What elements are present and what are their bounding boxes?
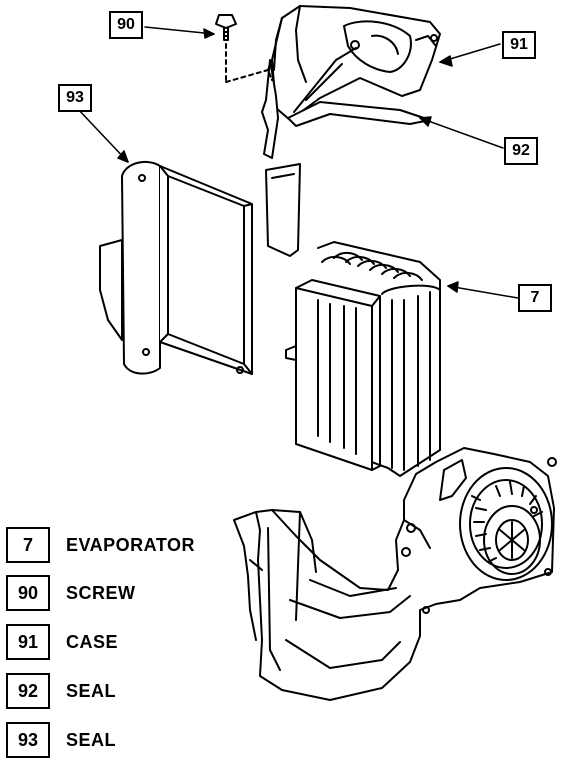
legend-number: 7 xyxy=(6,527,50,563)
callout-90: 90 xyxy=(109,11,143,39)
blower-housing-lower xyxy=(233,447,557,701)
seal-part-93 xyxy=(99,160,253,375)
legend-row: 92 SEAL xyxy=(6,672,116,710)
callout-93: 93 xyxy=(58,84,92,112)
legend-row: 91 CASE xyxy=(6,623,118,661)
callout-91: 91 xyxy=(502,31,536,59)
seal-part-92 xyxy=(287,101,431,127)
case-part-91 xyxy=(271,5,441,121)
mounting-bracket xyxy=(261,59,279,159)
legend-row: 90 SCREW xyxy=(6,574,136,612)
small-plate xyxy=(265,163,301,257)
legend-label: SEAL xyxy=(66,729,117,750)
legend-number: 93 xyxy=(6,722,50,758)
legend-label: SEAL xyxy=(66,680,117,701)
evaporator-part-7 xyxy=(285,241,441,477)
legend-number: 92 xyxy=(6,673,50,709)
screw-part-90 xyxy=(215,14,269,83)
callout-7: 7 xyxy=(518,284,552,312)
legend-row: 93 SEAL xyxy=(6,721,116,759)
legend-label: CASE xyxy=(66,631,119,652)
legend-row: 7 EVAPORATOR xyxy=(6,526,195,564)
callout-92: 92 xyxy=(504,137,538,165)
legend-label: EVAPORATOR xyxy=(66,534,196,555)
legend-number: 91 xyxy=(6,624,50,660)
leader-arrows xyxy=(75,26,519,299)
legend-number: 90 xyxy=(6,575,50,611)
legend-label: SCREW xyxy=(66,582,136,603)
